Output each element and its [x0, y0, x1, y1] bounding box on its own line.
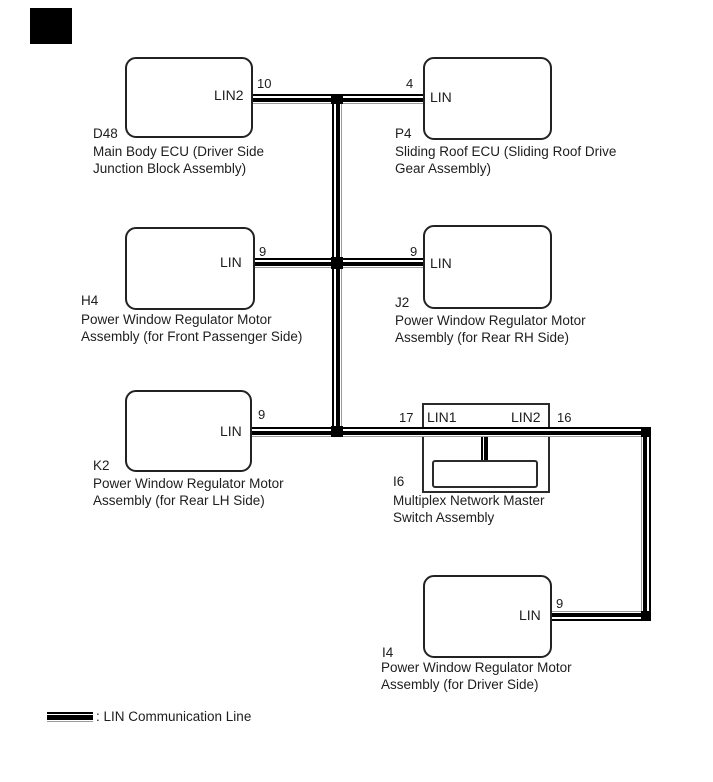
- caption-p4: Sliding Roof ECU (Sliding Roof Drive Gea…: [395, 144, 617, 176]
- junction-corner-bottom: [641, 611, 651, 621]
- code-p4: P4: [395, 126, 412, 141]
- d48-pin-number: 10: [257, 76, 272, 91]
- code-j2: J2: [395, 295, 410, 310]
- i6-pin-number-left: 17: [399, 410, 414, 425]
- i6-pin-number-right: 16: [557, 410, 572, 425]
- i6-internal-stub: [481, 437, 488, 460]
- d48-pin-label: LIN2: [214, 87, 244, 103]
- k2-pin-label: LIN: [220, 423, 242, 439]
- ecu-box-h4: [125, 227, 255, 310]
- i6-inner-connector: [432, 460, 538, 488]
- caption-i6: Multiplex Network Master Switch Assembly: [393, 493, 545, 525]
- code-h4: H4: [81, 293, 99, 308]
- lin-line-k2-i6: [252, 427, 651, 437]
- lin-line-right-vertical: [641, 427, 651, 621]
- code-k2: K2: [93, 458, 110, 473]
- ecu-box-d48: [125, 57, 253, 138]
- k2-pin-number: 9: [258, 407, 266, 422]
- lin-line-i4: [552, 611, 651, 621]
- caption-j2: Power Window Regulator Motor Assembly (f…: [395, 313, 586, 345]
- h4-pin-number: 9: [259, 244, 267, 259]
- ecu-box-j2: [423, 225, 552, 309]
- junction-corner-top: [641, 427, 651, 437]
- page-corner-marker: [30, 8, 72, 44]
- i4-pin-number: 9: [556, 596, 564, 611]
- h4-pin-label: LIN: [220, 254, 242, 270]
- legend-label: : LIN Communication Line: [96, 709, 252, 724]
- ecu-box-p4: [423, 57, 552, 140]
- junction-mid: [331, 257, 343, 269]
- ecu-box-k2: [125, 390, 252, 472]
- ecu-box-i4: [423, 575, 552, 658]
- i6-pin-label-left: LIN1: [427, 409, 457, 425]
- caption-i4: Power Window Regulator Motor Assembly (f…: [381, 660, 572, 692]
- junction-k2: [331, 426, 343, 437]
- j2-pin-number: 9: [410, 244, 418, 259]
- p4-pin-number: 4: [406, 76, 414, 91]
- j2-pin-label: LIN: [430, 255, 452, 271]
- lin-line-swatch: [47, 712, 93, 722]
- code-i4: I4: [382, 645, 394, 660]
- code-d48: D48: [93, 126, 118, 141]
- p4-pin-label: LIN: [430, 89, 452, 105]
- caption-h4: Power Window Regulator Motor Assembly (f…: [81, 312, 303, 344]
- i6-pin-label-right: LIN2: [511, 409, 541, 425]
- junction-top: [331, 94, 343, 104]
- code-i6: I6: [393, 474, 405, 489]
- i4-pin-label: LIN: [519, 607, 541, 623]
- caption-k2: Power Window Regulator Motor Assembly (f…: [93, 476, 284, 508]
- caption-d48: Main Body ECU (Driver Side Junction Bloc…: [93, 144, 265, 176]
